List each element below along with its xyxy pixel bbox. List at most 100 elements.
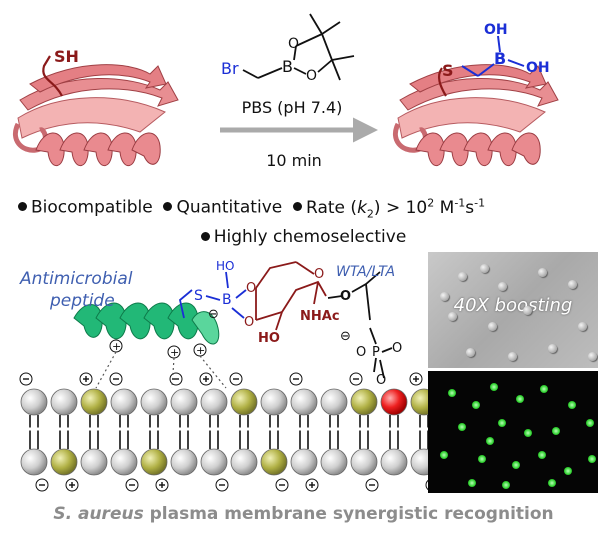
product-boron-label: B [494,49,506,68]
bacterial-cell [448,312,457,321]
phosphate-oxygen-right: O [392,341,402,356]
protein-left: SH [12,47,179,166]
lipid-headgroup [290,388,318,416]
bacterial-cell [538,268,547,277]
phosphate-p: P [372,345,380,360]
positive-charge-icon [409,372,423,386]
protein-left-helix [35,132,161,166]
lipid-headgroup [110,388,138,416]
amp-label-line1: Antimicrobial [19,269,133,289]
lipid-headgroup [350,448,378,476]
fluorescent-cell [490,383,498,391]
fluorescent-cell [502,481,510,489]
feature-rate: Rate (k2) > 102 M-1s-1 [306,196,486,221]
glycosidic-oxygen: O [340,289,351,304]
feature-quantitative: Quantitative [176,197,283,218]
lipid-headgroup [170,448,198,476]
positive-charge-icon [199,372,213,386]
lipid-tails [176,415,192,449]
lipid-tails [56,415,72,449]
positive-charge-icon [155,478,169,492]
magnification-label: 40X boosting [453,295,573,316]
negative-charge-icon [275,478,289,492]
lipid-headgroup [290,448,318,476]
lipid-headgroup [140,388,168,416]
lipid-headgroup [170,388,198,416]
bacterial-cell [480,264,489,273]
boronate-ester-linker [179,271,247,319]
feature-list-row2: Highly chemoselective [0,227,607,247]
fluorescent-cell [568,401,576,409]
bacterial-cell [440,292,449,301]
negative-charge-icon [125,478,139,492]
protein-right-helix [415,132,541,166]
boronate-sulfur-label: S [194,288,203,304]
lipid-tails [116,415,132,449]
antimicrobial-peptide-helix [73,302,220,345]
boronate-boron-label: B [222,292,232,308]
boronate-ho-label: HO [216,259,234,273]
anionic-lipid-headgroup [50,448,78,476]
fluorescent-cell [468,479,476,487]
lipid-headgroup [200,448,228,476]
bacterial-cell [508,352,517,361]
positive-charge-icon [79,372,93,386]
bacterial-cell [458,272,467,281]
negative-charge-icon [229,372,243,386]
conditions-time: 10 min [266,151,322,170]
caption-text: plasma membrane synergistic recognition [143,504,554,524]
electrostatic-contacts [95,351,227,389]
fluorescent-cell [564,467,572,475]
lipid-headgroup [20,388,48,416]
negative-charge-icon [365,478,379,492]
lipid-headgroup [50,388,78,416]
product-sulfur-label: S [442,61,454,80]
boronate-oxygen-2: O [244,315,254,330]
amp-label-line2: peptide [49,291,115,311]
phosphate-oxygen-left: O [356,345,366,360]
brightfield-micrograph: 40X boosting [428,252,598,368]
fluorescent-cell [548,479,556,487]
bullet-icon [200,231,210,241]
fluorescent-cell [486,437,494,445]
sugar-ring [255,261,327,331]
fluorescent-cell [498,419,506,427]
lipid-bilayer [19,372,439,492]
target-lipid-headgroup [380,388,408,416]
bacterial-cell [568,280,577,289]
fluorescent-cell [472,401,480,409]
negative-charge-icon [109,372,123,386]
bacterial-cell [548,344,557,353]
sugar-ring-oxygen: O [314,267,324,282]
svg-text:+: + [196,344,205,357]
lipid-tails [296,415,312,449]
boronate-negative-charge: ⊖ [208,307,219,322]
lipid-headgroup [200,388,228,416]
negative-charge-icon [349,372,363,386]
wta-lta-label: WTA/LTA [336,264,395,280]
lipid-headgroup [380,448,408,476]
caption-species: S. aureus [53,504,144,524]
protein-right [392,35,559,166]
anionic-lipid-headgroup [230,388,258,416]
fluorescent-cell [524,429,532,437]
positive-charge-icon [65,478,79,492]
feature-chemoselective: Highly chemoselective [213,227,407,247]
fluorescent-cell [516,395,524,403]
bullet-icon [163,202,173,212]
fluorescent-cell [512,461,520,469]
fluorescent-cell [588,455,596,463]
lipid-headgroup [230,448,258,476]
svg-text:+: + [170,346,179,359]
product-oh-right: OH [526,60,550,76]
boronate-oxygen-1: O [246,281,256,296]
boron-label: B [282,57,293,76]
peptide-cationic-residues: + + + [109,339,207,359]
anionic-lipid-headgroup [80,388,108,416]
lipid-tails [206,415,222,449]
bromomethyl-pinacol-boronate [242,13,355,81]
lipid-tails [146,415,162,449]
sugar-nhac: NHAc [300,309,340,324]
